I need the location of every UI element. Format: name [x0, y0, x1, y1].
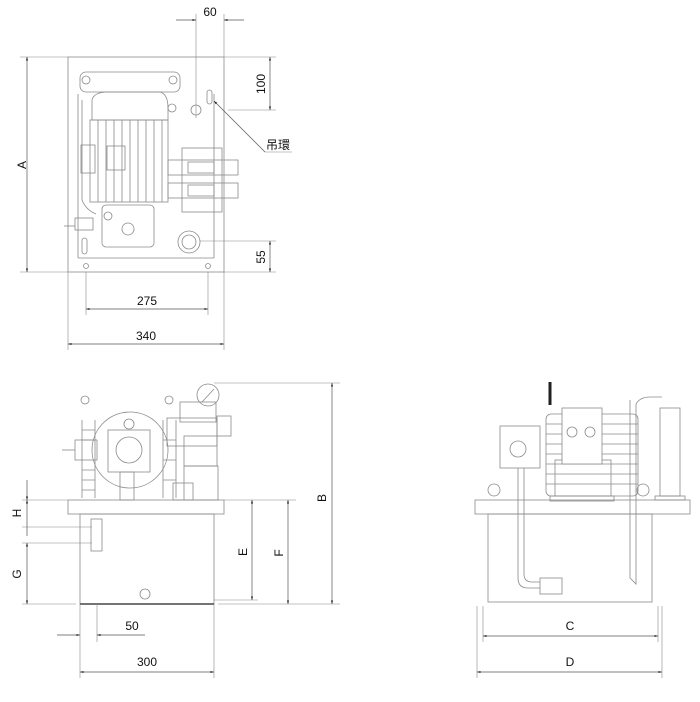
dim-label-G: G: [10, 569, 24, 578]
suction-port: [177, 230, 201, 254]
dim-label-F: F: [272, 549, 286, 556]
motor-top: [79, 71, 181, 203]
dim-label-E: E: [236, 548, 250, 556]
drain-plug: [139, 588, 151, 600]
dim-label-A: A: [15, 161, 29, 169]
valve-block-top: [167, 147, 239, 213]
dim-label-B: B: [315, 494, 329, 502]
dim-label-D: D: [566, 655, 575, 669]
dim-label-60: 60: [203, 5, 217, 19]
motor-side: [499, 382, 639, 502]
side-view: C D: [474, 382, 691, 678]
mount-hole: [83, 263, 89, 269]
front-view: H G E F B 50 300: [10, 382, 340, 678]
dim-label-H: H: [10, 509, 24, 518]
dim-label-50: 50: [125, 619, 139, 633]
piping-side: [517, 396, 686, 595]
pump-top: [64, 100, 155, 248]
dim-label-100: 100: [254, 74, 268, 94]
oil-tank: [487, 513, 653, 603]
motor-fins: [97, 120, 163, 202]
dim-label-55: 55: [254, 250, 268, 264]
dim-label-C: C: [566, 619, 575, 633]
base-plate: [67, 499, 225, 515]
dim-label-275: 275: [137, 294, 157, 308]
base-plate-outline: [67, 56, 225, 273]
base-plate: [474, 499, 691, 515]
motor-front: [62, 395, 177, 501]
lifting-ring-label: 吊環: [266, 138, 290, 152]
dim-label-340: 340: [136, 329, 156, 343]
dim-label-300: 300: [137, 655, 157, 669]
pressure-gauge: [196, 383, 220, 407]
lifting-ring-icon: [206, 89, 213, 105]
oil-level-gauge: [90, 518, 103, 552]
lifting-ring-leader: [213, 100, 266, 153]
valve-front: [166, 383, 232, 501]
top-view: A 60 100 55 275 340 吊環: [15, 5, 292, 350]
mount-hole: [205, 263, 211, 269]
filter: [172, 482, 194, 501]
cooler: [659, 407, 681, 497]
oil-tank: [79, 513, 215, 605]
